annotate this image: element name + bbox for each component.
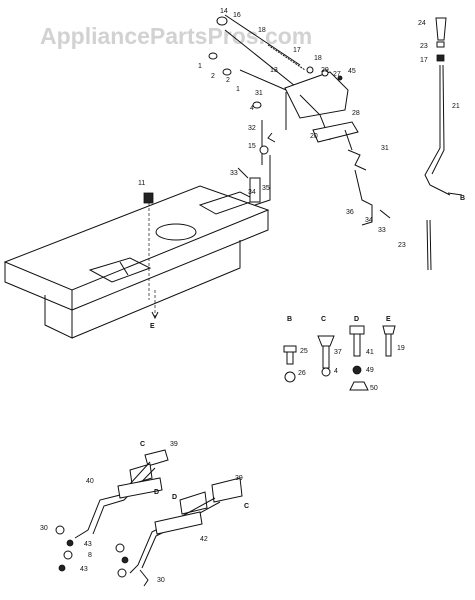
- letter-label: D: [354, 316, 359, 323]
- letter-label: E: [150, 323, 155, 330]
- part-label: 2: [211, 73, 215, 80]
- part-label: 17: [420, 57, 428, 64]
- part-label: 28: [352, 110, 360, 117]
- letter-label: B: [460, 195, 465, 202]
- part-label: 41: [366, 349, 374, 356]
- part-label: 20: [310, 133, 318, 140]
- part-label: 34: [365, 217, 373, 224]
- part-label: 43: [84, 541, 92, 548]
- part-label: 15: [248, 143, 256, 150]
- linkage-rod-assembly: [208, 14, 391, 226]
- part-label: 43: [80, 566, 88, 573]
- chassis-frame: [3, 185, 270, 339]
- part-label: 39: [235, 475, 243, 482]
- part-label: 31: [255, 90, 263, 97]
- part-label: 39: [170, 441, 178, 448]
- part-label: 23: [398, 242, 406, 249]
- part-label: 49: [366, 367, 374, 374]
- part-label: 30: [157, 577, 165, 584]
- part-label: 25: [300, 348, 308, 355]
- letter-label: C: [321, 316, 326, 323]
- part-label: 31: [381, 145, 389, 152]
- letter-label: D: [172, 494, 177, 501]
- shift-lever: [424, 17, 463, 271]
- part-label: 1: [236, 86, 240, 93]
- part-label: 40: [86, 478, 94, 485]
- part-label: 26: [298, 370, 306, 377]
- part-label: 34: [248, 189, 256, 196]
- part-label: 32: [248, 125, 256, 132]
- part-label: 29: [321, 67, 329, 74]
- part-label: 37: [334, 349, 342, 356]
- part-label: 45: [348, 68, 356, 75]
- part-label: 16: [233, 12, 241, 19]
- part-label: 13: [270, 67, 278, 74]
- reference-letters: B E B C D E C D D C: [140, 195, 465, 510]
- part-11-bracket: [143, 192, 159, 320]
- part-label: 23: [420, 43, 428, 50]
- part-label: 19: [397, 345, 405, 352]
- part-label: 11: [138, 180, 145, 187]
- letter-label: D: [154, 489, 159, 496]
- part-label: 33: [230, 170, 238, 177]
- part-label: 4: [250, 105, 254, 112]
- part-label: 14: [220, 8, 228, 15]
- part-label: 36: [346, 209, 354, 216]
- letter-label: C: [140, 441, 145, 448]
- part-label: 8: [88, 552, 92, 559]
- part-label: 24: [418, 20, 426, 27]
- part-labels: 14 16 18 1 2 2 1 17 18 29 27 13 45 28 31…: [40, 8, 460, 584]
- part-label: 2: [226, 77, 230, 84]
- part-label: 18: [258, 27, 266, 34]
- part-label: 18: [314, 55, 322, 62]
- part-label: 42: [200, 536, 208, 543]
- part-label: 33: [378, 227, 386, 234]
- letter-label: E: [386, 316, 391, 323]
- hardware-key: [283, 325, 396, 391]
- letter-label: C: [244, 503, 249, 510]
- part-label: 35: [262, 185, 270, 192]
- part-label: 27: [333, 71, 341, 78]
- watermark-text: AppliancePartsPros.com: [40, 23, 312, 49]
- part-label: 17: [293, 47, 301, 54]
- part-label: 4: [334, 368, 338, 375]
- letter-label: B: [287, 316, 292, 323]
- part-label: 50: [370, 385, 378, 392]
- part-label: 21: [452, 103, 460, 110]
- part-label: 1: [198, 63, 202, 70]
- lower-linkage: [55, 449, 243, 587]
- part-label: 30: [40, 525, 48, 532]
